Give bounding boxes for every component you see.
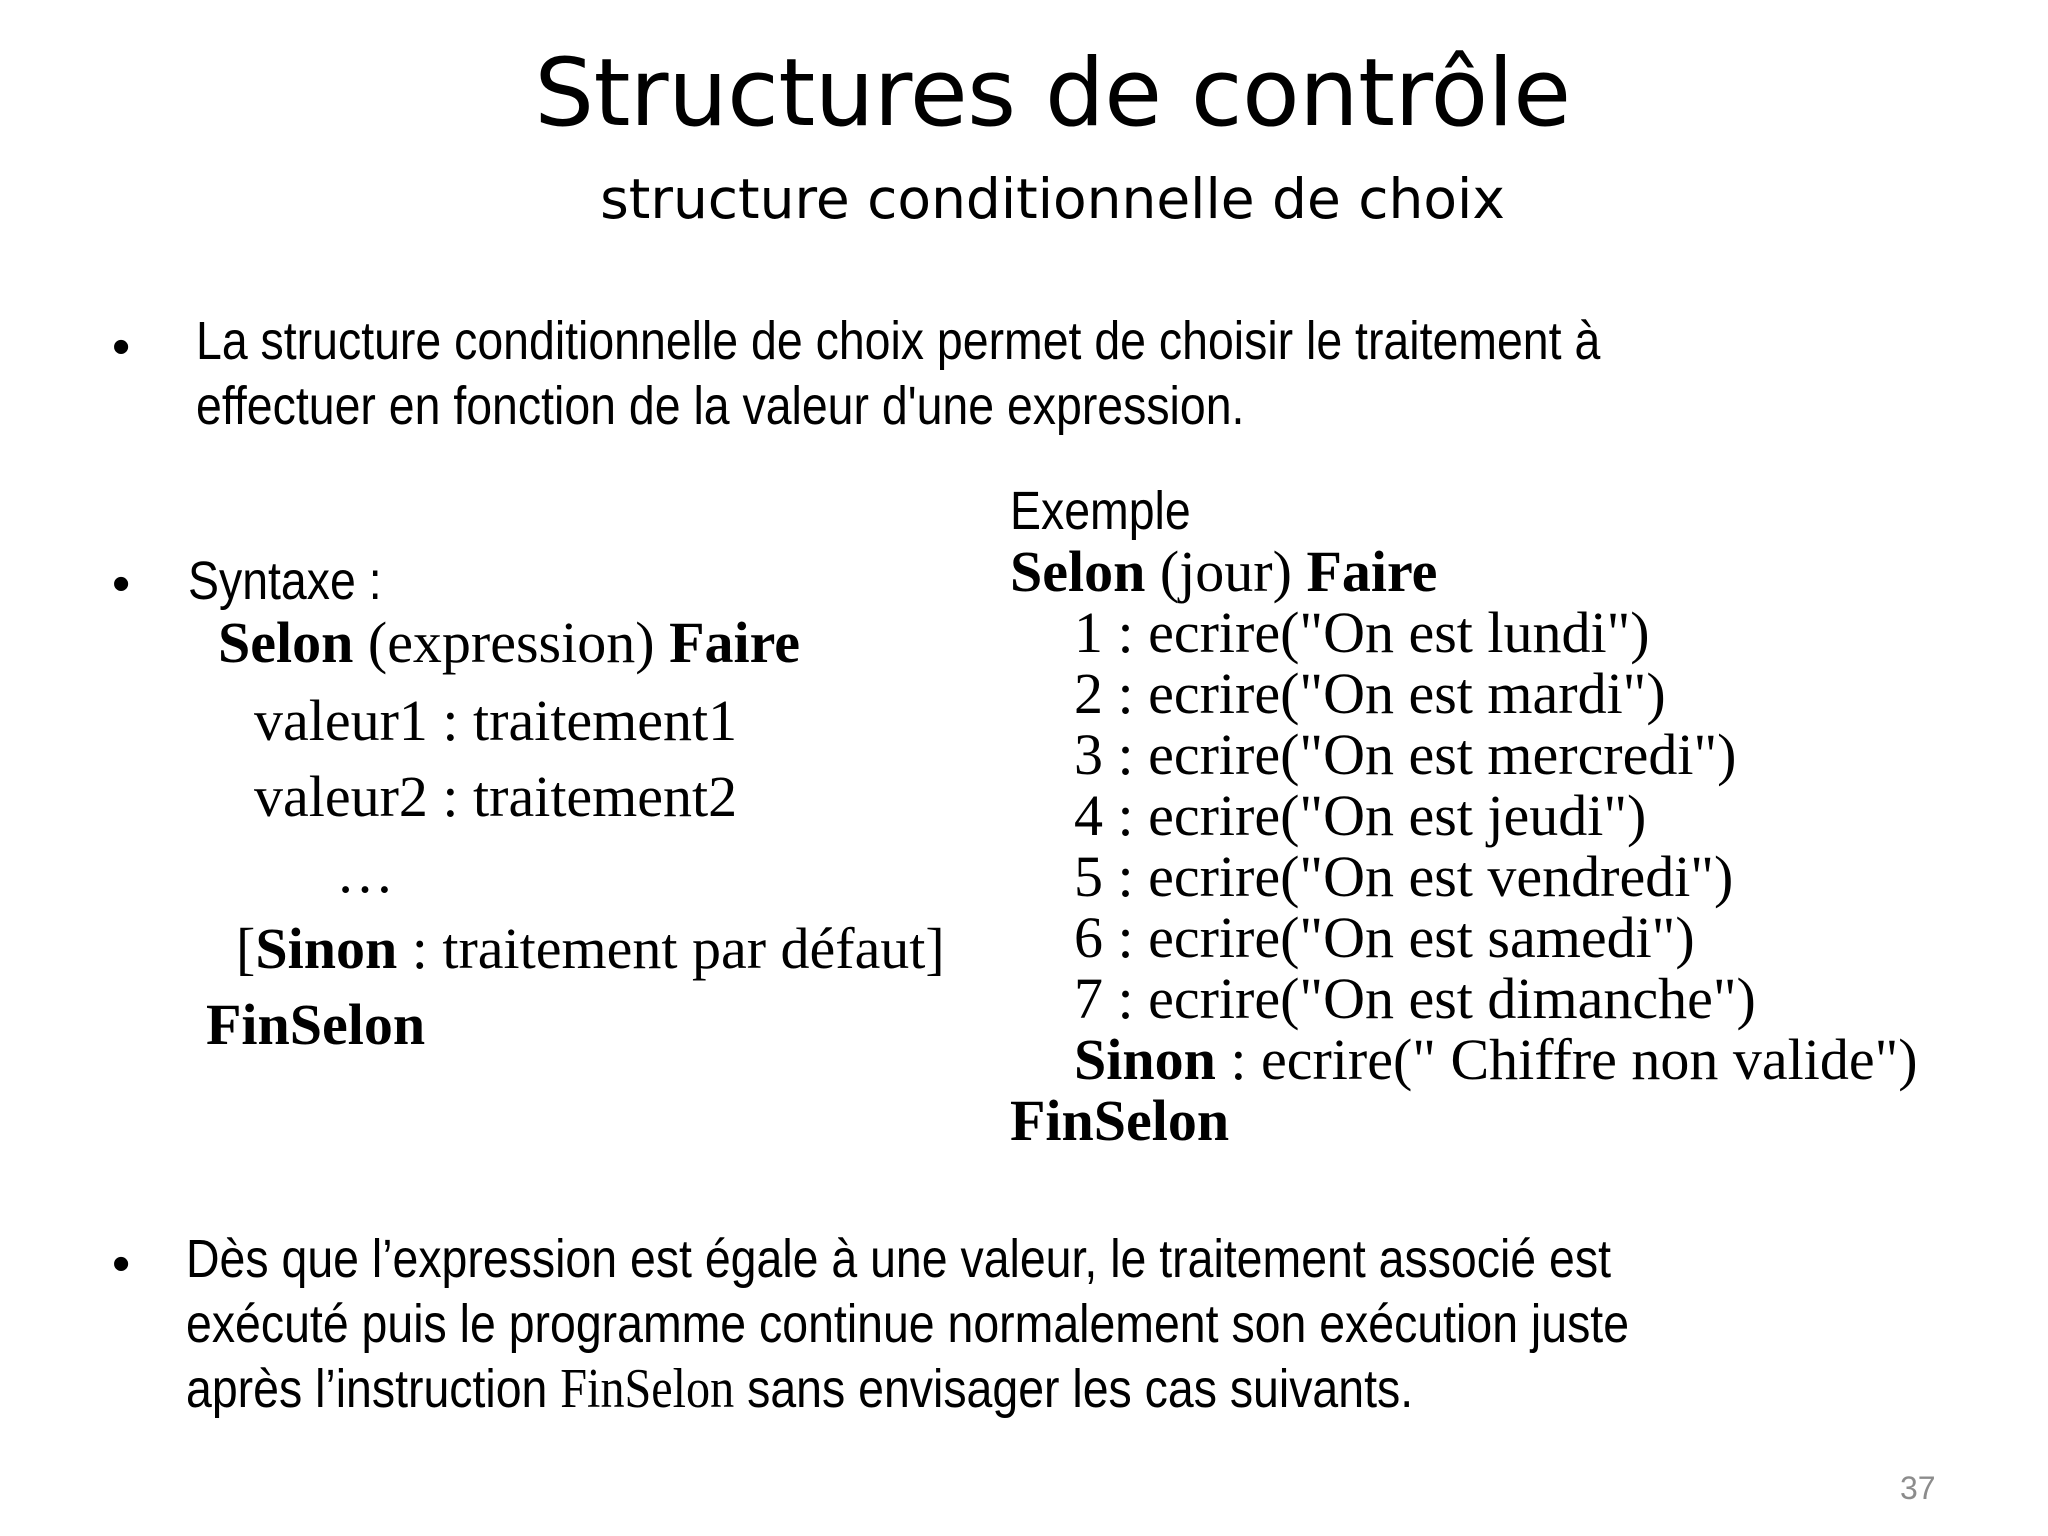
syntax-default: [Sinon : traitement par défaut] (236, 918, 945, 980)
example-case: 1 : ecrire("On est lundi") (1074, 600, 1650, 665)
example-case: 4 : ecrire("On est jeudi") (1074, 783, 1647, 848)
syntax-case-1: valeur1 : traitement1 (254, 688, 738, 753)
example-case: 7 : ecrire("On est dimanche") (1074, 966, 1756, 1031)
example-case: 3 : ecrire("On est mercredi") (1074, 722, 1737, 787)
example-expression: (jour) (1145, 539, 1307, 604)
keyword-selon: Selon (1010, 539, 1146, 604)
intro-line-2: effectuer en fonction de la valeur d'une… (196, 376, 1245, 436)
conclusion-line-1: Dès que l’expression est égale à une val… (186, 1229, 1611, 1289)
syntax-default-rest: : traitement par défaut] (397, 916, 945, 981)
keyword-selon: Selon (218, 610, 354, 675)
example-case: 6 : ecrire("On est samedi") (1074, 905, 1695, 970)
syntax-case-2: valeur2 : traitement2 (254, 764, 738, 829)
keyword-faire: Faire (1306, 539, 1438, 604)
example-label: Exemple (1010, 481, 1191, 541)
conclusion-line-3-start: après l’instruction (186, 1359, 561, 1419)
syntax-label: Syntaxe : (188, 551, 382, 611)
keyword-sinon: Sinon (255, 916, 398, 981)
bullet-marker: • (112, 555, 131, 613)
bullet-marker: • (112, 1235, 131, 1293)
page-number: 37 (1900, 1470, 1936, 1506)
example-default: Sinon : ecrire(" Chiffre non valide") (1074, 1029, 1918, 1091)
finselon-inline: FinSelon (560, 1358, 735, 1420)
slide-subtitle: structure conditionnelle de choix (600, 167, 1505, 231)
conclusion-line-3: après l’instruction FinSelon sans envisa… (186, 1358, 1413, 1420)
keyword-finselon: FinSelon (206, 992, 426, 1057)
example-default-rest: : ecrire(" Chiffre non valide") (1215, 1027, 1918, 1092)
bracket-open: [ (236, 916, 256, 981)
example-case: 5 : ecrire("On est vendredi") (1074, 844, 1734, 909)
syntax-expression: (expression) (353, 610, 670, 675)
keyword-faire: Faire (669, 610, 801, 675)
bullet-marker: • (112, 318, 131, 376)
slide-title: Structures de contrôle (534, 39, 1571, 148)
example-header: Selon (jour) Faire (1010, 541, 1437, 603)
syntax-ellipsis: … (336, 840, 394, 905)
syntax-header: Selon (expression) Faire (218, 612, 800, 674)
intro-line-1: La structure conditionnelle de choix per… (196, 311, 1601, 371)
conclusion-line-3-end: sans envisager les cas suivants. (734, 1359, 1414, 1419)
example-case: 2 : ecrire("On est mardi") (1074, 661, 1666, 726)
keyword-finselon: FinSelon (1010, 1088, 1230, 1153)
conclusion-line-2: exécuté puis le programme continue norma… (186, 1294, 1630, 1354)
keyword-sinon: Sinon (1074, 1027, 1216, 1092)
